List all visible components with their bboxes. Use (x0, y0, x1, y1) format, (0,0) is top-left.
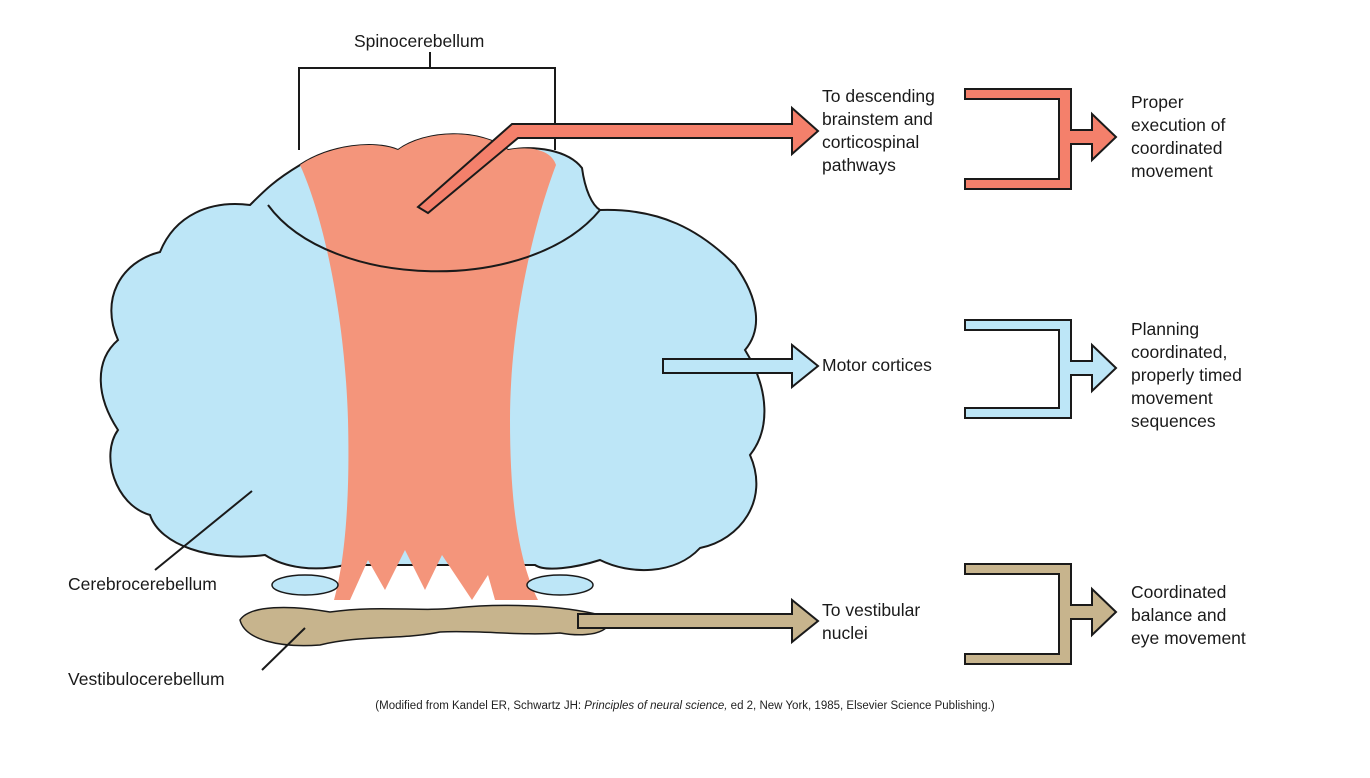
target-label-motor-cortices: Motor cortices (822, 355, 932, 375)
caption-prefix: (Modified from Kandel ER, Schwartz JH: (375, 700, 585, 712)
function-label-planning: Planning coordinated, properly timed mov… (1131, 319, 1242, 431)
caption-title: Principles of neural science, (584, 700, 728, 712)
bracket-arrow-execution (964, 88, 1118, 190)
cerebrocerebellum-leader (154, 490, 253, 571)
target-label-vestibular: To vestibular nuclei (822, 600, 921, 643)
arrow-descending-pathways (416, 105, 820, 215)
caption-suffix: ed 2, New York, 1985, Elsevier Science P… (727, 700, 995, 712)
arrow-motor-cortices (662, 342, 820, 390)
flocculus-left (271, 574, 339, 596)
function-label-balance: Coordinated balance and eye movement (1131, 582, 1246, 648)
spinocerebellum-arc (267, 204, 601, 273)
function-label-execution: Proper execution of coordinated movement (1131, 92, 1226, 181)
target-label-descending: To descending brainstem and corticospina… (822, 86, 935, 175)
spinocerebellum-bracket (298, 52, 556, 150)
label-cerebrocerebellum: Cerebrocerebellum (68, 574, 217, 594)
label-vestibulocerebellum: Vestibulocerebellum (68, 669, 225, 689)
vestibulocerebellum-leader (261, 627, 306, 671)
spinocerebellum-region (300, 134, 556, 600)
bracket-arrow-planning (964, 319, 1118, 419)
figure-caption: (Modified from Kandel ER, Schwartz JH: P… (0, 700, 1370, 712)
vestibulocerebellum-region (239, 604, 609, 647)
flocculus-right (526, 574, 594, 596)
arrow-vestibular-nuclei (577, 597, 820, 645)
bracket-arrow-balance (964, 563, 1118, 665)
label-spinocerebellum: Spinocerebellum (354, 31, 485, 51)
